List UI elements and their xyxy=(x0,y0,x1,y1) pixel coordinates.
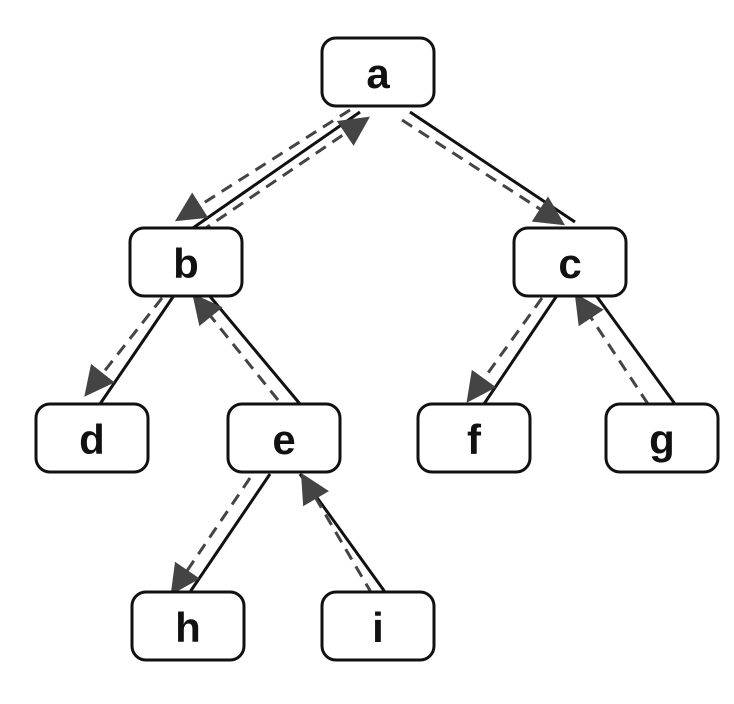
dashed-edge-e-b xyxy=(192,293,280,401)
edge-b-e xyxy=(206,293,302,405)
solid-edges xyxy=(98,110,677,593)
node-label-h: h xyxy=(175,604,201,651)
tree-node-g: g xyxy=(604,402,720,474)
edge-c-g xyxy=(593,293,677,405)
node-label-c: c xyxy=(558,240,581,287)
tree-node-e: e xyxy=(226,402,342,474)
tree-node-f: f xyxy=(416,402,532,474)
edge-a-c xyxy=(409,110,576,224)
dashed-edges xyxy=(84,108,650,595)
tree-node-b: b xyxy=(128,226,244,298)
dashed-edge-b-d xyxy=(84,297,164,397)
tree-node-h: h xyxy=(130,590,246,662)
node-label-b: b xyxy=(173,240,199,287)
node-label-e: e xyxy=(272,416,295,463)
edge-b-d xyxy=(98,293,177,405)
tree-node-c: c xyxy=(512,226,628,298)
tree-node-d: d xyxy=(34,402,150,474)
dashed-edge-g-c xyxy=(574,292,650,405)
tree-node-a: a xyxy=(320,36,436,108)
edge-e-i xyxy=(298,473,387,593)
dashed-edge-i-e xyxy=(300,472,374,595)
tree-node-i: i xyxy=(320,590,436,662)
node-label-d: d xyxy=(79,416,105,463)
edge-c-f xyxy=(482,293,560,405)
dashed-edge-a-b xyxy=(174,108,351,222)
node-label-i: i xyxy=(372,604,384,651)
dashed-edge-c-f xyxy=(466,297,544,403)
edge-e-h xyxy=(188,473,272,593)
dashed-edge-e-h xyxy=(170,477,252,595)
dashed-edge-a-c xyxy=(401,118,566,226)
node-label-a: a xyxy=(366,50,390,97)
node-label-f: f xyxy=(467,416,482,463)
node-label-g: g xyxy=(649,416,675,463)
edge-a-b xyxy=(189,110,361,232)
dashed-edge-b-a xyxy=(199,116,370,234)
